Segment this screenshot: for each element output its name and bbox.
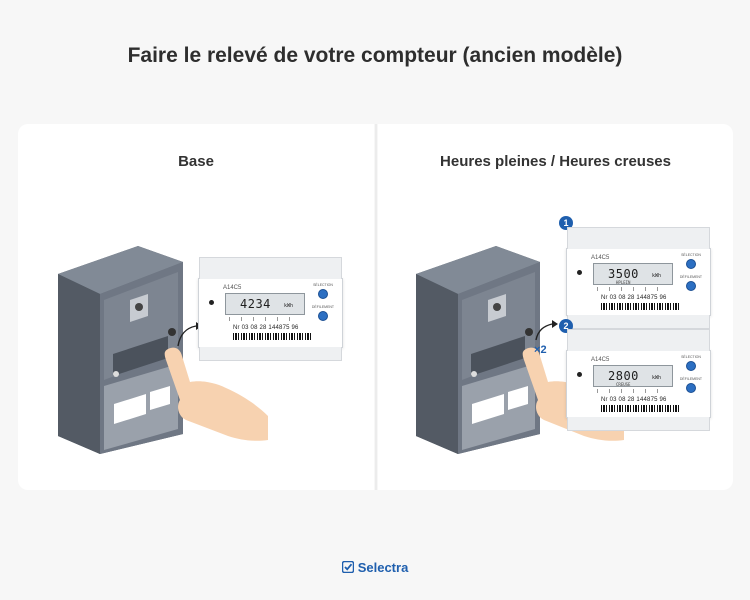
meter-reading: 4234 [240, 297, 271, 311]
selection-label: SÉLECTION [681, 253, 701, 257]
meter-top-cover [567, 227, 710, 249]
meter-unit: kWh [284, 303, 294, 309]
meter-ticks [229, 317, 301, 321]
meter-ticks [597, 389, 669, 393]
brand-name: Selectra [357, 560, 409, 575]
selection-button[interactable] [318, 289, 328, 299]
meter-bottom-cover [567, 315, 710, 329]
barcode [601, 303, 679, 310]
meter-serial: Nr 03 08 28 144875 96 [601, 295, 667, 301]
barcode [233, 333, 311, 340]
step-badge-1: 1 [559, 216, 573, 230]
meter-top-cover [199, 257, 342, 279]
hand-icon [164, 347, 268, 441]
meter-rate: CREUSE [616, 382, 631, 387]
meter-reading: 3500 [608, 267, 639, 281]
selection-button[interactable] [686, 361, 696, 371]
meter-unit: kWh [652, 273, 662, 279]
meter-display-offpeak: A14C5 2800 kWh CREUSE SÉLECTION DÉFILEME… [566, 329, 711, 431]
meter-lcd: 2800 kWh CREUSE [593, 365, 673, 387]
meter-serial: Nr 03 08 28 144875 96 [233, 325, 299, 331]
meter-cabinet-illustration [416, 246, 624, 454]
meter-lcd: 4234 kWh [225, 293, 305, 315]
scroll-label: DÉFILEMENT [679, 275, 703, 279]
scroll-button[interactable] [686, 383, 696, 393]
meter-display: A14C5 4234 kWh SÉLECTION DÉFILEMENT Nr 0… [198, 257, 343, 361]
meter-model: A14C5 [223, 285, 242, 291]
electrical-cabinet [416, 246, 540, 454]
scroll-button[interactable] [318, 311, 328, 321]
multiply-icon: × [534, 344, 541, 356]
press-count: ×2 [534, 344, 547, 356]
meter-led [577, 372, 582, 377]
press-count-value: 2 [540, 344, 547, 356]
meter-cabinet-illustration [58, 246, 268, 454]
panel-peak-offpeak: Heures pleines / Heures creuses ×2 1 [378, 124, 733, 490]
page-title: Faire le relevé de votre compteur (ancie… [127, 44, 623, 67]
selection-button[interactable] [686, 259, 696, 269]
meter-led [577, 270, 582, 275]
meter-unit: kWh [652, 375, 662, 381]
selection-label: SÉLECTION [313, 283, 333, 287]
meter-model: A14C5 [591, 357, 610, 363]
meter-serial: Nr 03 08 28 144875 96 [601, 397, 667, 403]
panel-title: Heures pleines / Heures creuses [440, 153, 671, 170]
meter-model: A14C5 [591, 255, 610, 261]
barcode [601, 405, 679, 412]
scroll-label: DÉFILEMENT [311, 305, 335, 309]
scroll-button[interactable] [686, 281, 696, 291]
curved-arrow-icon [535, 320, 558, 341]
meter-bottom-cover [199, 347, 342, 361]
meter-display-peak: A14C5 3500 kWh HPLEIN SÉLECTION DÉFILEME… [566, 227, 711, 329]
panel-divider [375, 124, 377, 490]
meter-bottom-cover [567, 417, 710, 431]
meter-top-cover [567, 329, 710, 351]
meter-ticks [597, 287, 669, 291]
selectra-check-icon [341, 561, 354, 573]
meter-reading: 2800 [608, 369, 639, 383]
selection-label: SÉLECTION [681, 355, 701, 359]
scroll-label: DÉFILEMENT [679, 377, 703, 381]
meter-lcd: 3500 kWh HPLEIN [593, 263, 673, 285]
electrical-cabinet [58, 246, 183, 454]
panel-base: Base A14C5 [18, 124, 374, 490]
meter-rate: HPLEIN [616, 280, 631, 285]
meter-led [209, 300, 214, 305]
panel-title: Base [178, 153, 214, 170]
brand-logo[interactable]: Selectra [0, 560, 750, 575]
